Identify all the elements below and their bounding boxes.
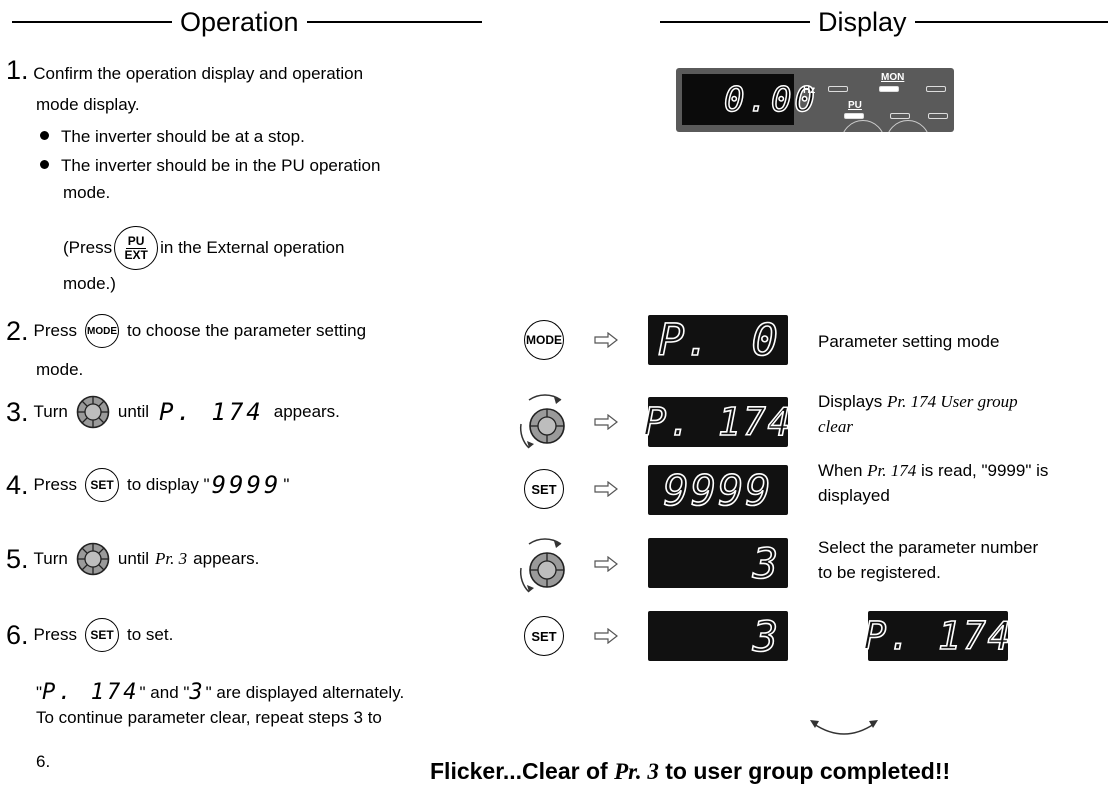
setting-dial-rotate-icon (519, 538, 565, 593)
arrow-right-icon (594, 414, 618, 430)
display-p174: P. 174 (643, 397, 791, 447)
display-p0: P.0 (648, 314, 788, 366)
step-4: 4. Press SET to display " 9999 " (6, 468, 289, 502)
display-header-label: Display (818, 6, 907, 37)
step-6-note-line-2: To continue parameter clear, repeat step… (36, 708, 382, 727)
operation-header: Operation (12, 4, 482, 40)
nines-inline-segment: 9999 (211, 471, 282, 499)
display-header: Display (660, 4, 1108, 40)
panel-mon-label: MON (881, 72, 905, 83)
panel-pu-label: PU (848, 100, 862, 111)
display-3: 3 (648, 538, 788, 588)
panel-led-4 (926, 86, 946, 92)
panel-frequency-readout: 0.00 (723, 79, 818, 121)
step-1-number: 1. (6, 55, 29, 85)
panel-button-a (841, 120, 885, 132)
step-6: 6. Press SET to set. (6, 618, 173, 652)
mode-key-icon: MODE (85, 314, 119, 348)
set-key-icon: SET (85, 468, 119, 502)
step-2-line-2: mode. (36, 360, 84, 379)
alternate-arrow-icon (810, 720, 878, 735)
step-1: 1. Confirm the operation display and ope… (6, 50, 363, 91)
setting-dial-icon (76, 542, 110, 576)
arrow-right-icon (594, 481, 618, 497)
mon-led (879, 86, 899, 92)
set-key-icon: SET (524, 469, 564, 509)
step-1-line-2: mode display. (36, 95, 140, 114)
step-3: 3. Turn until P. 174 appears. (6, 395, 340, 429)
setting-dial-icon (76, 395, 110, 429)
pu-note-line-2: mode.) (63, 274, 116, 293)
display-3-alternate: 3 (648, 611, 788, 661)
operation-panel-image: 0.00 Hz MON PU (676, 68, 954, 132)
step-6-note-line-3: 6. (36, 752, 51, 771)
step-2: 2. Press MODE to choose the parameter se… (6, 314, 366, 348)
operation-header-label: Operation (180, 6, 299, 37)
mode-key-icon: MODE (524, 320, 564, 360)
p174-inline-segment: P. 174 (159, 398, 264, 426)
panel-screen (682, 74, 794, 125)
hz-led (828, 86, 848, 92)
desc-parameter-setting-mode: Parameter setting mode (818, 332, 1000, 351)
arrow-right-icon (594, 332, 618, 348)
panel-led-7 (928, 113, 948, 119)
bullet-pu-mode: The inverter should be in the PU operati… (40, 153, 380, 179)
display-p174-alternate: P. 174 (863, 611, 1011, 661)
pu-note: (Press PU EXT in the External operation (63, 226, 344, 270)
pu-ext-key-icon: PU EXT (114, 226, 159, 270)
bullet-pu-mode-cont: mode. (63, 183, 111, 202)
arrow-right-icon (594, 556, 618, 572)
bullet-inverter-stop: The inverter should be at a stop. (40, 124, 305, 150)
pu-led (844, 113, 864, 119)
display-9999: 9999 (648, 465, 788, 515)
panel-hz-label: Hz (803, 85, 816, 96)
panel-button-b (886, 120, 930, 132)
panel-led-6 (890, 113, 910, 119)
step-5: 5. Turn until Pr. 3 appears. (6, 542, 259, 576)
set-key-icon: SET (524, 616, 564, 656)
step-1-text-a: Confirm the operation display and operat… (33, 64, 364, 83)
step-6-note-line-1: " P. 174 " and " 3 " are displayed alter… (36, 680, 405, 705)
arrow-right-icon (594, 628, 618, 644)
set-key-icon: SET (85, 618, 119, 652)
setting-dial-rotate-icon (519, 394, 565, 449)
flicker-caption: Flicker...Clear of Pr. 3 to user group c… (430, 758, 951, 784)
